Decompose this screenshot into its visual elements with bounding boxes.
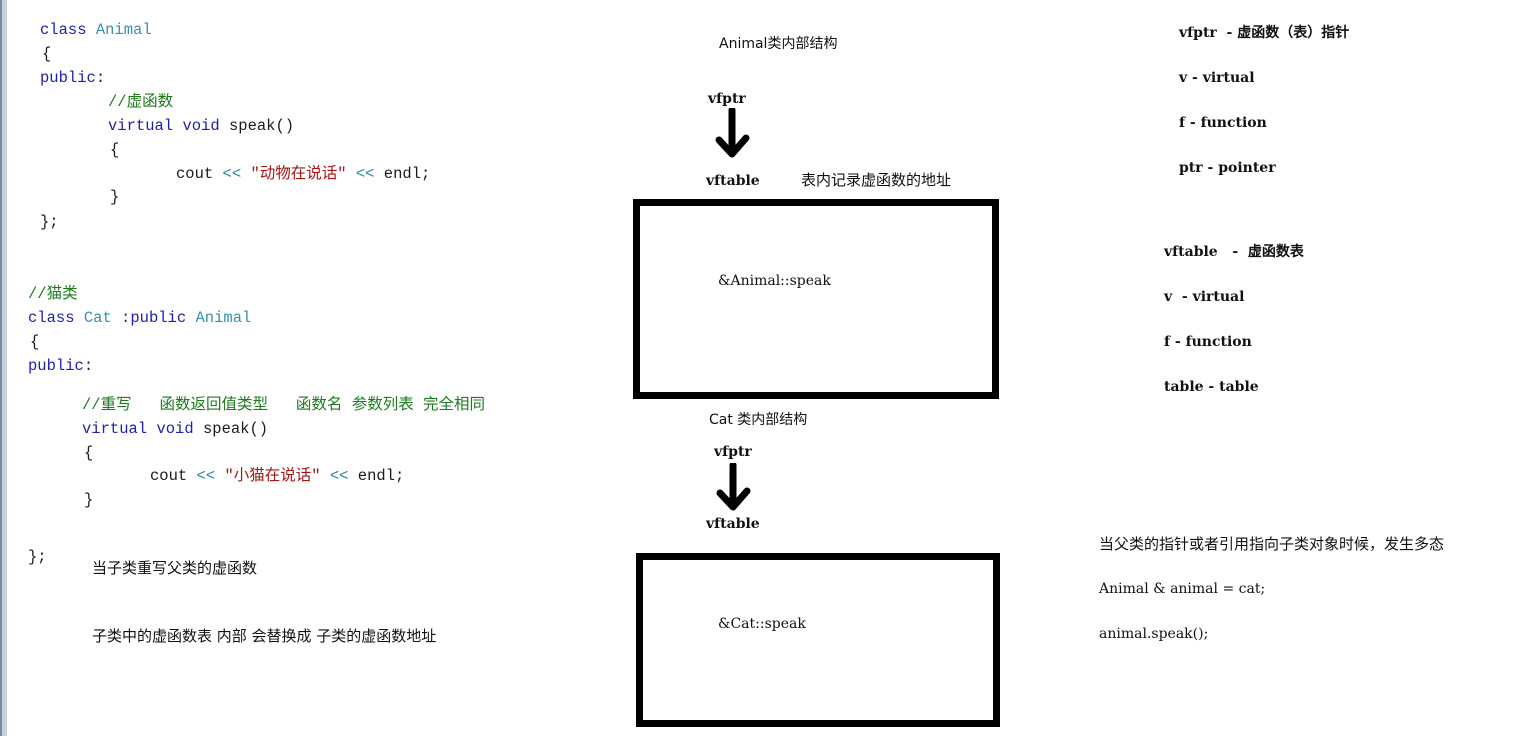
code-line: { — [84, 444, 94, 462]
vftable-label: vftable — [706, 516, 760, 532]
polymorphism-condition: 当父类的指针或者引用指向子类对象时候，发生多态 — [1099, 535, 1445, 553]
arrow-down-icon — [716, 463, 751, 511]
code-line: cout << "小猫在说话" << endl; — [150, 466, 404, 486]
code-line: { — [30, 333, 40, 351]
code-line: virtual void speak() — [108, 116, 294, 136]
glossary-item: table - table — [1164, 379, 1259, 395]
code-line: public: — [40, 68, 105, 88]
diagram-title: Cat 类内部结构 — [709, 412, 808, 428]
code-comment: //猫类 — [28, 285, 78, 303]
code-line: }; — [40, 213, 59, 231]
vftable-entry: &Animal::speak — [718, 273, 831, 289]
vtable-replace-note: 子类中的虚函数表 内部 会替换成 子类的虚函数地址 — [92, 627, 437, 645]
code-line: public: — [28, 356, 93, 376]
glossary-item: v - virtual — [1179, 70, 1255, 86]
glossary-heading: vftable - 虚函数表 — [1164, 244, 1304, 260]
function-signature: speak() — [202, 420, 269, 438]
class-name: Animal — [195, 309, 252, 327]
identifier: cout — [150, 467, 188, 485]
vftable-label: vftable — [706, 173, 760, 189]
keyword: void — [156, 420, 194, 438]
operator: << — [222, 165, 242, 183]
glossary-item: v - virtual — [1164, 289, 1245, 305]
keyword: :public — [121, 309, 187, 327]
polymorphism-code-line: Animal & animal = cat; — [1099, 581, 1266, 597]
class-name: Cat — [83, 309, 112, 327]
operator: << — [196, 467, 216, 485]
string-literal: "动物在说话" — [250, 165, 347, 183]
identifier: endl; — [383, 165, 431, 183]
code-line: { — [42, 45, 52, 63]
code-line: }; — [28, 548, 47, 566]
string-literal: "小猫在说话" — [224, 467, 321, 485]
identifier: endl; — [357, 467, 405, 485]
keyword: public — [28, 357, 84, 375]
operator: << — [355, 165, 375, 183]
punctuation: : — [83, 357, 94, 375]
code-line: class Animal — [40, 20, 152, 40]
polymorphism-code-line: animal.speak(); — [1099, 626, 1209, 642]
code-line: } — [84, 491, 94, 509]
code-line: virtual void speak() — [82, 419, 268, 439]
code-line: cout << "动物在说话" << endl; — [176, 164, 430, 184]
code-line: } — [110, 188, 120, 206]
editor-gutter-strip — [0, 0, 7, 736]
code-comment: //重写 函数返回值类型 函数名 参数列表 完全相同 — [82, 396, 486, 414]
vftable-entry: &Cat::speak — [718, 616, 806, 632]
punctuation: : — [95, 69, 106, 87]
glossary-item: f - function — [1164, 334, 1252, 350]
keyword: class — [40, 21, 87, 39]
animal-vftable-box — [633, 199, 999, 399]
glossary-item: f - function — [1179, 115, 1267, 131]
class-name: Animal — [95, 21, 152, 39]
cat-vftable-box — [636, 553, 1000, 727]
vfptr-label: vfptr — [714, 444, 752, 460]
vfptr-label: vfptr — [708, 91, 746, 107]
keyword: virtual — [108, 117, 174, 135]
arrow-down-icon — [715, 108, 750, 158]
keyword: virtual — [82, 420, 148, 438]
keyword: class — [28, 309, 75, 327]
glossary-item: ptr - pointer — [1179, 160, 1276, 176]
code-line: { — [110, 141, 120, 159]
diagram-title: Animal类内部结构 — [719, 36, 838, 52]
keyword: void — [182, 117, 220, 135]
function-signature: speak() — [228, 117, 295, 135]
glossary-heading: vfptr - 虚函数（表）指针 — [1179, 25, 1350, 41]
code-comment: //虚函数 — [108, 93, 174, 111]
identifier: cout — [176, 165, 214, 183]
keyword: public — [40, 69, 96, 87]
code-line: class Cat :public Animal — [28, 308, 251, 328]
vftable-note: 表内记录虚函数的地址 — [801, 171, 952, 189]
override-note: 当子类重写父类的虚函数 — [92, 559, 258, 577]
operator: << — [329, 467, 349, 485]
